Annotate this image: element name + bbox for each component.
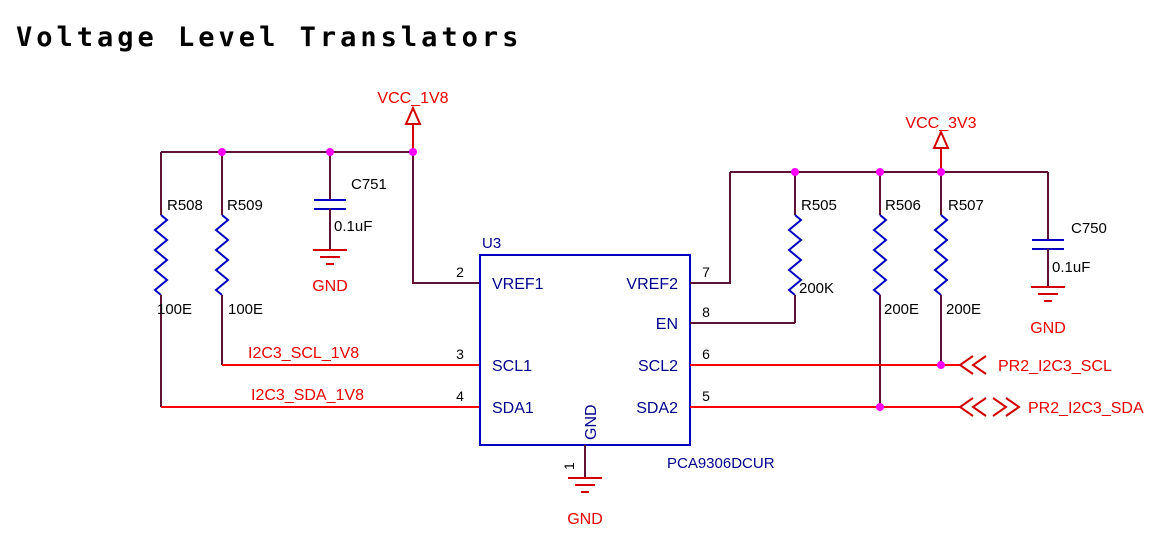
r505-ref-label: R505 — [801, 197, 837, 214]
pin-num-7: 7 — [702, 264, 710, 280]
pin-num-2: 2 — [456, 264, 464, 280]
gnd-icon — [313, 249, 347, 265]
r509-ref-label: R509 — [227, 197, 263, 214]
vcc-1v8-label: VCC_1V8 — [377, 90, 448, 107]
capacitor-icon — [314, 199, 346, 210]
capacitor-c751: C751 0.1uF GND — [312, 152, 387, 295]
gnd-icon — [1031, 286, 1065, 302]
vcc-3v3-label: VCC_3V3 — [905, 115, 976, 132]
gnd-label: GND — [312, 278, 348, 295]
c751-ref-label: C751 — [351, 176, 387, 193]
pin-num-4: 4 — [456, 388, 464, 404]
resistor-r509: R509 100E — [214, 152, 263, 365]
resistor-icon — [933, 214, 949, 296]
pin-num-5: 5 — [702, 388, 710, 404]
r507-ref-label: R507 — [948, 197, 984, 214]
schematic-title: Voltage Level Translators — [16, 22, 523, 53]
resistor-r506: R506 200E — [872, 172, 921, 407]
junction-dot — [326, 148, 334, 156]
r505-value-label: 200K — [799, 280, 834, 297]
pin-num-8: 8 — [702, 304, 710, 320]
resistor-r507: R507 200E — [933, 172, 984, 365]
resistor-icon — [153, 214, 169, 296]
r509-value-label: 100E — [228, 301, 263, 318]
vref2-wire — [690, 172, 731, 284]
offpage-connector-sda2: PR2_I2C3_SDA — [958, 397, 1144, 417]
resistor-icon — [214, 214, 230, 296]
junction-dot — [218, 148, 226, 156]
pin-name-vref1: VREF1 — [492, 276, 544, 293]
pin-name-vref2: VREF2 — [626, 276, 678, 293]
capacitor-c750: C750 0.1uF GND — [1030, 172, 1107, 337]
resistor-r505: R505 200K — [787, 172, 837, 323]
r508-value-label: 100E — [157, 301, 192, 318]
pin-name-scl1: SCL1 — [492, 358, 532, 375]
power-flag-vcc-3v3: VCC_3V3 — [905, 115, 977, 172]
ic-ref-label: U3 — [482, 235, 501, 252]
net-label-scl2: PR2_I2C3_SCL — [998, 358, 1112, 375]
power-arrow-icon — [404, 105, 422, 125]
junction-dot — [876, 403, 884, 411]
c751-value-label: 0.1uF — [334, 218, 372, 235]
junction-dot — [791, 168, 799, 176]
gnd-label: GND — [1030, 320, 1066, 337]
c750-value-label: 0.1uF — [1052, 259, 1090, 276]
resistor-r508: R508 100E — [153, 152, 203, 407]
r507-value-label: 200E — [946, 301, 981, 318]
pin-num-1: 1 — [561, 462, 577, 470]
net-label-sda2: PR2_I2C3_SDA — [1028, 400, 1144, 417]
pin-name-sda1: SDA1 — [492, 400, 534, 417]
junction-dot — [937, 361, 945, 369]
gnd-label: GND — [567, 511, 603, 528]
r508-ref-label: R508 — [167, 197, 203, 214]
pin-name-en: EN — [656, 316, 678, 333]
ic-part-number-label: PCA9306DCUR — [667, 455, 775, 472]
offpage-connector-scl2: PR2_I2C3_SCL — [958, 355, 1112, 375]
offpage-chevron-icon — [958, 355, 987, 375]
r506-value-label: 200E — [884, 301, 919, 318]
ic-u3: U3 PCA9306DCUR VREF1 SCL1 SDA1 VREF2 EN … — [456, 235, 775, 528]
junction-dot — [937, 168, 945, 176]
c750-ref-label: C750 — [1071, 220, 1107, 237]
junction-dot — [409, 148, 417, 156]
gnd-icon — [568, 477, 602, 493]
resistor-icon — [872, 214, 888, 296]
pin-name-gnd: GND — [583, 404, 600, 440]
power-arrow-icon — [932, 129, 950, 149]
pin-name-sda2: SDA2 — [636, 400, 678, 417]
r506-ref-label: R506 — [885, 197, 921, 214]
pin-num-3: 3 — [456, 346, 464, 362]
pin-num-6: 6 — [702, 346, 710, 362]
net-label-scl1: I2C3_SCL_1V8 — [248, 345, 359, 362]
power-flag-vcc-1v8: VCC_1V8 — [377, 90, 449, 152]
junction-dots — [218, 148, 945, 411]
resistor-icon — [787, 214, 803, 296]
junction-dot — [876, 168, 884, 176]
offpage-chevron-icon — [958, 397, 1021, 417]
vref1-wire — [412, 152, 480, 284]
net-label-sda1: I2C3_SDA_1V8 — [251, 387, 364, 404]
pin-name-scl2: SCL2 — [638, 358, 678, 375]
capacitor-icon — [1032, 239, 1064, 250]
